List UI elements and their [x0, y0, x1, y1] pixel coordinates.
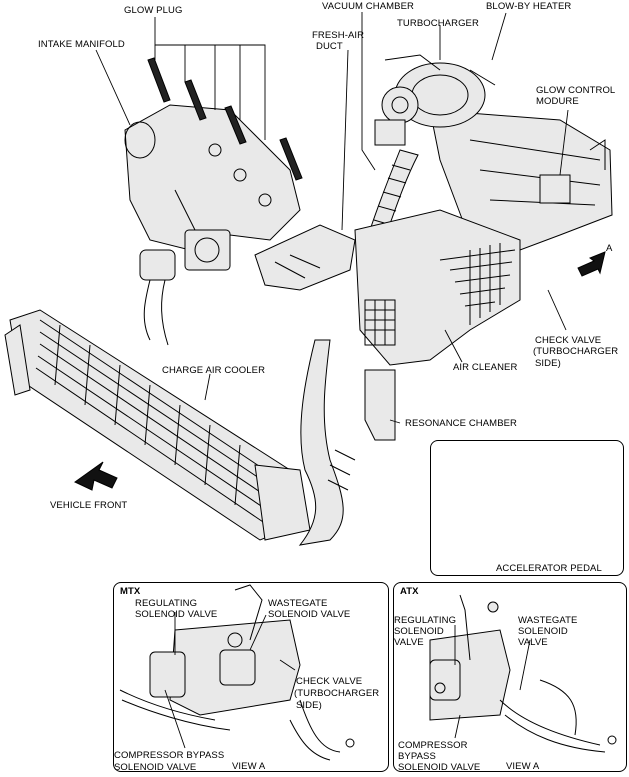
label-vacuum-chamber: VACUUM CHAMBER [322, 1, 415, 12]
fresh-air-duct [254, 224, 356, 291]
turbocharger-unit [374, 54, 496, 146]
label-charge-air-cooler: CHARGE AIR COOLER [162, 365, 266, 376]
mtx-detail-drawing [119, 584, 355, 761]
label-check-valve-2: (TURBOCHARGER [533, 346, 619, 357]
atx-label-compressor-2: BYPASS [398, 751, 436, 762]
atx-label-wastegate-3: VALVE [518, 637, 548, 648]
mtx-title: MTX [120, 586, 141, 597]
atx-label-compressor-1: COMPRESSOR [398, 740, 468, 751]
label-glow-control-2: MODURE [536, 96, 579, 107]
intake-piping [143, 279, 396, 546]
label-fresh-air-duct-2: DUCT [316, 41, 343, 52]
accelerator-pedal-inset [430, 440, 624, 576]
charge-air-cooler-core [4, 309, 311, 541]
label-turbocharger: TURBOCHARGER [397, 18, 479, 29]
mtx-inset [113, 582, 389, 772]
atx-label-wastegate-2: SOLENOID [518, 626, 568, 637]
vehicle-front-arrow [74, 461, 118, 491]
mtx-label-regulating-1: REGULATING [135, 598, 198, 609]
mtx-label-check-3: SIDE) [296, 700, 322, 711]
engine-block [429, 109, 613, 251]
view-a-arrow [577, 251, 606, 277]
leader-lines [95, 12, 569, 424]
label-resonance-chamber: RESONANCE CHAMBER [405, 418, 518, 429]
label-blow-by-heater: BLOW-BY HEATER [486, 1, 572, 12]
atx-label-regulating-3: VALVE [394, 637, 424, 648]
atx-label-compressor-3: SOLENOID VALVE [398, 762, 481, 773]
mtx-label-view: VIEW A [232, 761, 266, 772]
label-vehicle-front: VEHICLE FRONT [50, 500, 128, 511]
atx-label-regulating-2: SOLENOID [394, 626, 444, 637]
label-glow-control-1: GLOW CONTROL [536, 85, 616, 96]
mtx-label-wastegate-1: WASTEGATE [268, 598, 328, 609]
label-accelerator-pedal: ACCELERATOR PEDAL [496, 563, 602, 574]
mtx-label-check-1: CHECK VALVE [296, 676, 363, 687]
atx-title: ATX [400, 586, 419, 597]
mtx-label-wastegate-2: SOLENOID VALVE [268, 609, 351, 620]
atx-label-wastegate-1: WASTEGATE [518, 615, 578, 626]
mtx-label-compressor-2: SOLENOID VALVE [114, 762, 197, 773]
atx-detail-drawing [429, 594, 617, 753]
label-fresh-air-duct-1: FRESH-AIR [312, 30, 365, 41]
glow-plug-set [147, 57, 303, 181]
atx-inset [393, 582, 627, 772]
label-arrow-a: A [606, 243, 613, 254]
atx-label-regulating-1: REGULATING [394, 615, 457, 626]
label-glow-plug: GLOW PLUG [124, 5, 183, 16]
label-check-valve-1: CHECK VALVE [535, 335, 602, 346]
mtx-label-check-2: (TURBOCHARGER [294, 688, 380, 699]
atx-label-view: VIEW A [506, 761, 540, 772]
label-air-cleaner: AIR CLEANER [453, 362, 518, 373]
label-check-valve-3: SIDE) [535, 358, 561, 369]
intake-manifold-body [124, 104, 301, 281]
mtx-label-regulating-2: SOLENOID VALVE [135, 609, 218, 620]
air-cleaner-box [354, 209, 521, 366]
label-intake-manifold: INTAKE MANIFOLD [38, 39, 125, 50]
mtx-label-compressor-1: COMPRESSOR BYPASS [114, 750, 225, 761]
